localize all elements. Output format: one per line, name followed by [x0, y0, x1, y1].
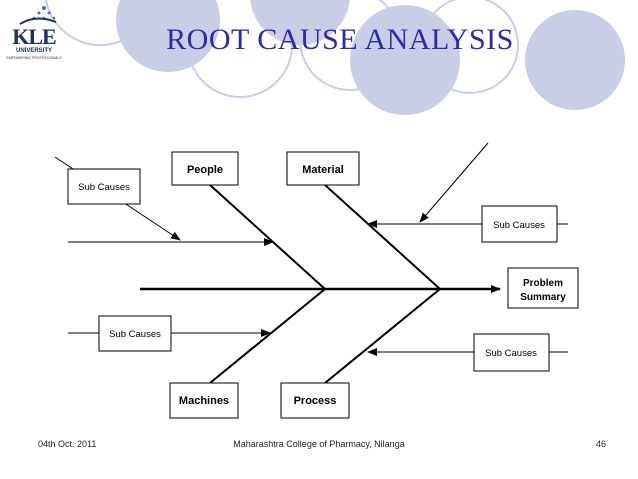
university-logo: KLE UNIVERSITY EMPOWERING PROFESSIONALS: [6, 4, 62, 68]
sub-causes-label: Sub Causes: [109, 329, 161, 340]
sub-causes-label: Sub Causes: [493, 220, 545, 231]
material-bone: [324, 184, 441, 290]
footer-date: 04th Oct. 2011: [38, 439, 97, 449]
fishbone-diagram: People Material Machines Process Problem…: [54, 142, 579, 419]
problem-summary-box: Problem Summary: [507, 267, 579, 309]
process-box: Process: [280, 382, 350, 419]
sub-causes-box-top-right: Sub Causes: [481, 205, 558, 243]
decor-circles: [44, 0, 625, 115]
footer-page-number: 46: [595, 439, 606, 449]
sub-causes-label: Sub Causes: [485, 348, 537, 359]
process-bone: [324, 288, 441, 384]
stars-icon: [19, 6, 57, 25]
summary-label: Summary: [520, 292, 566, 303]
top-right-sub-arrow: [419, 142, 489, 223]
footer-institution: Maharashtra College of Pharmacy, Nilanga: [233, 439, 405, 449]
material-box: Material: [286, 151, 360, 186]
problem-label: Problem: [523, 278, 563, 289]
slide-title: ROOT CAUSE ANALYSIS: [166, 23, 514, 56]
logo-subtitle: UNIVERSITY: [15, 48, 52, 54]
machines-label: Machines: [179, 395, 229, 407]
sub-causes-label: Sub Causes: [78, 182, 130, 193]
material-label: Material: [302, 164, 344, 176]
people-label: People: [187, 164, 223, 176]
people-bone: [209, 184, 326, 290]
sub-causes-box-bottom-right: Sub Causes: [473, 333, 550, 372]
logo-tagline: EMPOWERING PROFESSIONALS: [6, 56, 62, 60]
people-box: People: [171, 151, 239, 186]
sub-causes-box-bottom-left: Sub Causes: [98, 315, 172, 352]
sub-causes-box-top-left: Sub Causes: [67, 168, 141, 205]
machines-bone: [209, 288, 326, 384]
logo-name: KLE: [12, 24, 56, 49]
process-label: Process: [294, 395, 337, 407]
machines-box: Machines: [169, 382, 239, 419]
